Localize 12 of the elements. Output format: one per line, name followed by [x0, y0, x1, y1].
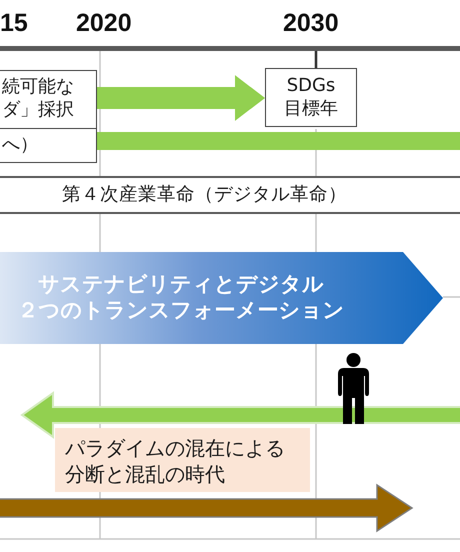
text-box: へ） [0, 128, 97, 162]
block-arrow [97, 75, 265, 121]
year-label: 15 [0, 8, 28, 38]
text-box: パラダイムの混在による分断と混乱の時代 [55, 428, 310, 492]
banner-text: サステナビリティとデジタル [37, 271, 325, 297]
era-band: 第４次産業革命（デジタル革命） [0, 176, 460, 214]
arrow-banner [0, 252, 443, 344]
text-box: 続可能なダ」採択 [0, 70, 97, 128]
year-label: 2030 [283, 8, 339, 38]
text-box: SDGs目標年 [265, 68, 357, 127]
connector-bar [97, 132, 460, 150]
year-label: 2020 [76, 8, 132, 38]
